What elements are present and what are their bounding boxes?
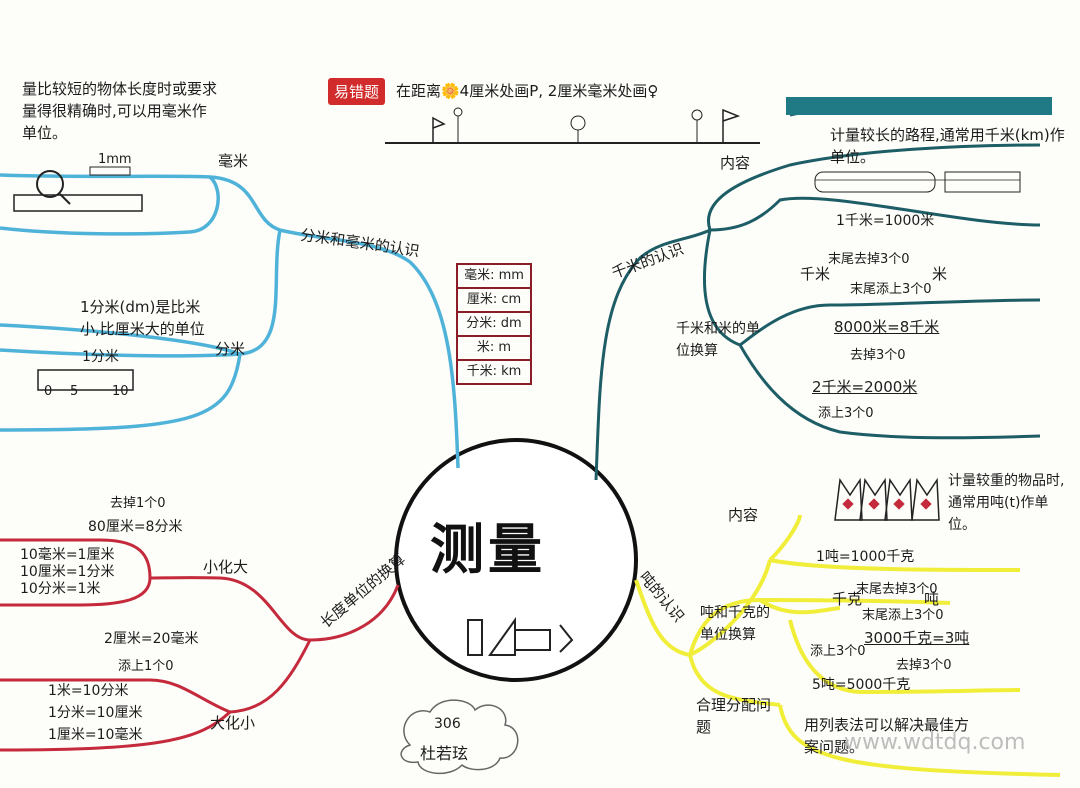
error-prone-tag: 易错题 bbox=[328, 78, 386, 105]
dm-label: 分米 bbox=[215, 340, 246, 358]
ton-example-2: 5吨=5000千克 bbox=[812, 677, 911, 693]
unit-row: 米: m bbox=[456, 337, 532, 361]
conversion-line: 1米=10分米 bbox=[48, 683, 129, 699]
km-content-label: 内容 bbox=[720, 154, 751, 172]
unit-row: 厘米: cm bbox=[456, 289, 532, 313]
km-rule-top: 末尾去掉3个0 bbox=[828, 252, 910, 267]
remove-zero-note: 去掉1个0 bbox=[110, 496, 166, 511]
mm-description: 量比较短的物体长度时或要求量得很精确时,可以用毫米作单位。 bbox=[22, 80, 218, 142]
ton-equation: 1吨=1000千克 bbox=[816, 549, 915, 565]
km-conversion-label: 千米和米的单位换算 bbox=[676, 321, 760, 359]
ton-example-1: 3000千克=3吨 bbox=[864, 629, 970, 647]
ton-conversion-label: 吨和千克的单位换算 bbox=[700, 605, 770, 643]
allocation-problem-label: 合理分配问题 bbox=[696, 696, 772, 736]
author-name: 杜若玹 bbox=[420, 744, 469, 763]
km-description: 计量较长的路程,通常用千米(km)作单位。 bbox=[830, 126, 1065, 166]
ruler-mark-10: 10 bbox=[112, 384, 129, 399]
mm-small-label: 1mm bbox=[98, 152, 132, 167]
error-prone-question: 在距离🌼4厘米处画P, 2厘米毫米处画♀ bbox=[396, 82, 659, 100]
km-example-2: 2千米=2000米 bbox=[812, 378, 918, 396]
unit-row: 毫米: mm bbox=[456, 263, 532, 289]
conversion-line: 10分米=1米 bbox=[20, 581, 101, 597]
conversion-line: 10厘米=1分米 bbox=[20, 564, 115, 580]
header-bar-decoration bbox=[786, 97, 1052, 115]
example-80cm: 80厘米=8分米 bbox=[88, 519, 183, 535]
km-unit: 千米 bbox=[800, 265, 831, 283]
dm-small-label: 1分米 bbox=[82, 349, 119, 365]
add-zero-note: 添上1个0 bbox=[118, 659, 174, 674]
allocation-problem-description: 用列表法可以解决最佳方案问题。 bbox=[804, 716, 970, 756]
ton-rule-top: 末尾去掉3个0 bbox=[856, 582, 938, 597]
ton-rule-bottom: 末尾添上3个0 bbox=[862, 608, 944, 623]
class-number: 306 bbox=[434, 716, 461, 732]
dm-description: 1分米(dm)是比米小,比厘米大的单位 bbox=[80, 298, 205, 338]
center-title: 测量 bbox=[430, 518, 546, 581]
ruler-mark-0: 0 bbox=[44, 384, 53, 399]
unit-symbol-table: 毫米: mm 厘米: cm 分米: dm 米: m 千米: km bbox=[456, 263, 532, 385]
ton-content-label: 内容 bbox=[728, 506, 759, 524]
km-equation: 1千米=1000米 bbox=[836, 213, 935, 229]
unit-row: 分米: dm bbox=[456, 313, 532, 337]
conversion-line: 1分米=10厘米 bbox=[48, 705, 143, 721]
small-to-big-label: 小化大 bbox=[203, 558, 249, 576]
km-example-1: 8000米=8千米 bbox=[834, 318, 940, 336]
mm-label: 毫米 bbox=[218, 152, 249, 170]
km-rule-bottom: 末尾添上3个0 bbox=[850, 282, 932, 297]
km-example-1-note: 去掉3个0 bbox=[850, 348, 906, 363]
kg-unit: 千克 bbox=[832, 590, 863, 608]
t-unit: 吨 bbox=[924, 590, 940, 608]
watermark: www.wdtdq.com bbox=[844, 730, 1026, 755]
conversion-line: 10毫米=1厘米 bbox=[20, 547, 115, 563]
conversion-line: 1厘米=10毫米 bbox=[48, 727, 143, 743]
ton-description: 计量较重的物品时,通常用吨(t)作单位。 bbox=[948, 473, 1065, 533]
ton-example-1-note: 去掉3个0 bbox=[896, 658, 952, 673]
example-2cm: 2厘米=20毫米 bbox=[104, 631, 199, 647]
big-to-small-label: 大化小 bbox=[210, 714, 256, 732]
ton-example-2-note: 添上3个0 bbox=[810, 644, 866, 659]
unit-row: 千米: km bbox=[456, 361, 532, 385]
ruler-mark-5: 5 bbox=[70, 384, 79, 399]
km-example-2-note: 添上3个0 bbox=[818, 406, 874, 421]
m-unit: 米 bbox=[932, 265, 948, 283]
